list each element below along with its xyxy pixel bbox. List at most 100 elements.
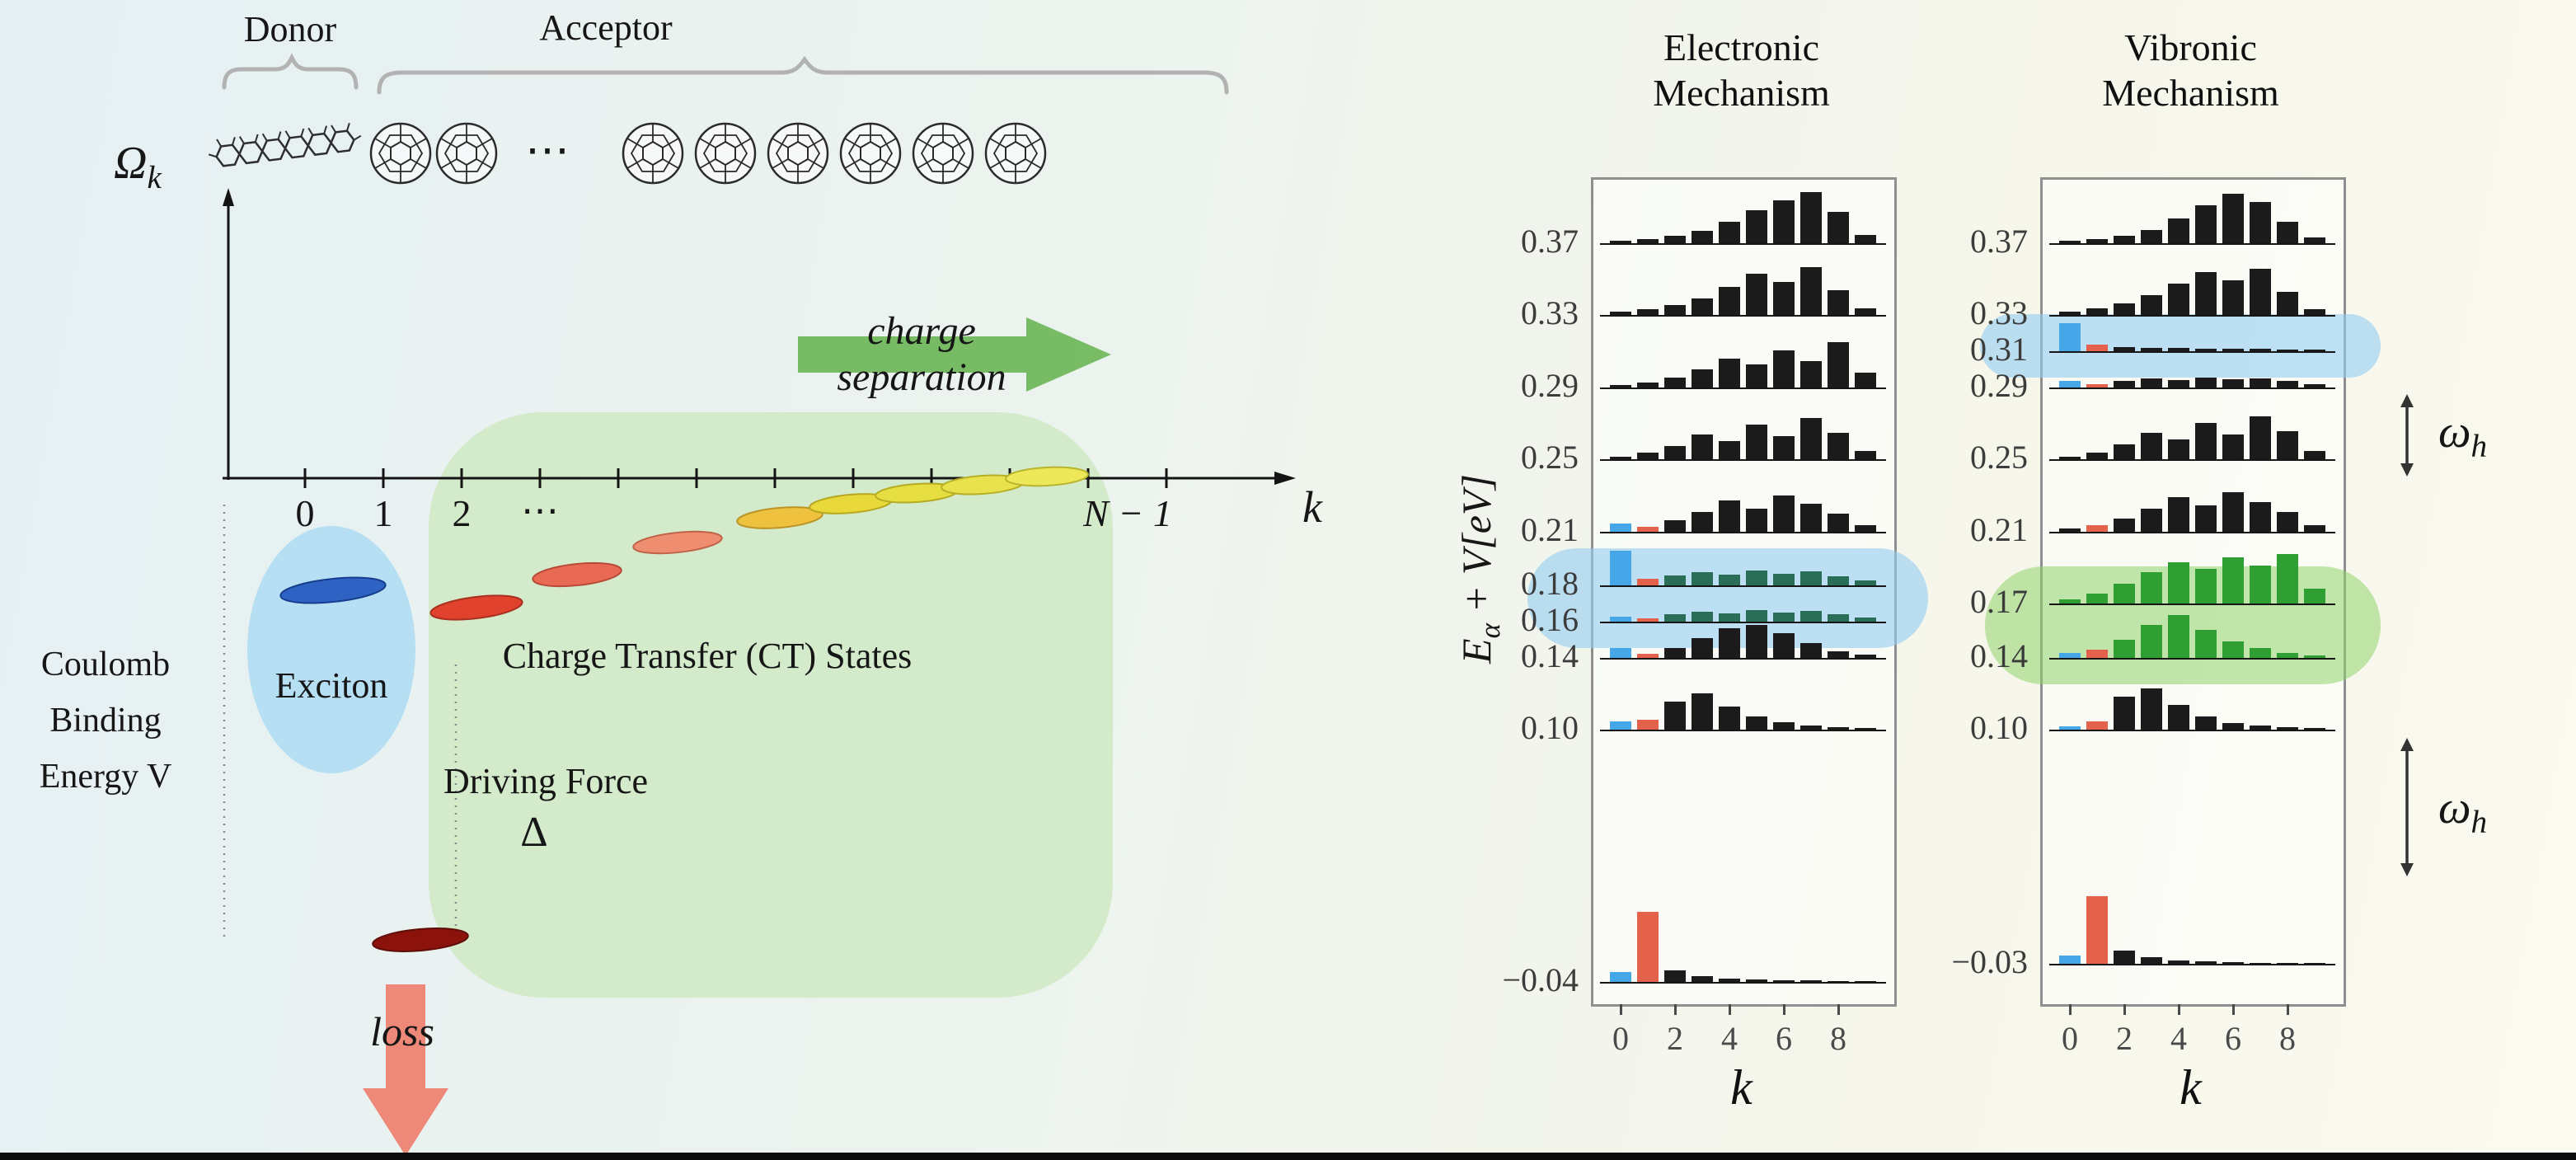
x-tick-mark bbox=[1728, 1004, 1731, 1015]
energy-label: 0.21 bbox=[1521, 510, 1579, 548]
bar-k7 bbox=[1800, 267, 1822, 316]
bar-k7 bbox=[2250, 269, 2271, 316]
energy-label: 0.31 bbox=[1970, 331, 2028, 369]
bar-k7 bbox=[2250, 378, 2271, 387]
bar-k8 bbox=[2277, 554, 2298, 603]
bar-k5 bbox=[2195, 629, 2217, 658]
bar-k8 bbox=[2277, 222, 2298, 243]
ct-state-blob bbox=[429, 594, 523, 621]
acceptor-label: Acceptor bbox=[539, 7, 673, 48]
chart-title-line1: Electronic bbox=[1663, 26, 1819, 68]
fullerene-icon bbox=[622, 122, 684, 185]
row-baseline bbox=[1600, 585, 1886, 588]
figure-bottom-border bbox=[0, 1153, 2576, 1160]
bar-k4 bbox=[2168, 348, 2189, 352]
bar-k1 bbox=[2086, 345, 2108, 352]
bar-k2 bbox=[2114, 303, 2135, 316]
bar-k3 bbox=[1692, 231, 1713, 243]
energy-label: 0.37 bbox=[1521, 223, 1579, 260]
bar-k4 bbox=[2168, 284, 2189, 316]
coulomb-label-line2: Binding bbox=[49, 702, 162, 740]
bar-k8 bbox=[1828, 613, 1849, 622]
bar-k1 bbox=[1637, 653, 1659, 658]
exciton-region-highlight bbox=[247, 526, 415, 773]
bar-k3 bbox=[2141, 348, 2162, 352]
bar-k4 bbox=[1719, 441, 1740, 460]
bar-k2 bbox=[1664, 701, 1686, 730]
fullerene-icon bbox=[435, 122, 498, 185]
energy-label: −0.04 bbox=[1502, 960, 1579, 998]
omega-axis-arrowhead bbox=[223, 188, 234, 206]
bar-k5 bbox=[2195, 569, 2217, 603]
axis-tick-label-n1: N − 1 bbox=[1083, 492, 1172, 534]
bar-k5 bbox=[2195, 961, 2217, 964]
delta-symbol: Δ bbox=[520, 809, 548, 856]
bar-k3 bbox=[2141, 378, 2162, 387]
bar-k1 bbox=[1637, 453, 1659, 460]
ct-state-blob bbox=[532, 561, 622, 588]
bar-k5 bbox=[1746, 716, 1767, 730]
bar-k1 bbox=[1637, 618, 1659, 622]
bar-k0 bbox=[2059, 599, 2081, 603]
bar-k1 bbox=[1637, 911, 1659, 982]
bar-k4 bbox=[1719, 613, 1740, 622]
bar-k6 bbox=[2222, 378, 2244, 387]
bar-k0 bbox=[2059, 323, 2081, 352]
bar-k9 bbox=[1855, 308, 1876, 316]
row-baseline bbox=[2049, 387, 2335, 389]
row-baseline bbox=[1600, 387, 1886, 389]
row-baseline bbox=[2049, 531, 2335, 533]
bar-k4 bbox=[1719, 500, 1740, 532]
bar-k6 bbox=[1773, 721, 1795, 730]
bar-k3 bbox=[1692, 637, 1713, 658]
bar-k5 bbox=[1746, 609, 1767, 622]
ct-state-blob bbox=[1005, 466, 1089, 487]
energy-label: 0.29 bbox=[1970, 366, 2028, 404]
bar-k9 bbox=[1855, 980, 1876, 982]
bar-k7 bbox=[2250, 963, 2271, 964]
bar-k5 bbox=[2195, 349, 2217, 352]
bar-k5 bbox=[2195, 377, 2217, 387]
energy-label: 0.37 bbox=[1970, 223, 2028, 260]
bar-k2 bbox=[1664, 970, 1686, 982]
bar-k8 bbox=[2277, 350, 2298, 352]
bar-k1 bbox=[2086, 721, 2108, 730]
bar-k0 bbox=[1610, 457, 1631, 460]
bar-k6 bbox=[2222, 641, 2244, 658]
bar-k6 bbox=[1773, 495, 1795, 532]
bar-k7 bbox=[2250, 349, 2271, 352]
bar-k7 bbox=[1800, 571, 1822, 586]
ct-region-highlight bbox=[429, 412, 1113, 998]
energy-label: −0.03 bbox=[1951, 943, 2028, 980]
bar-k9 bbox=[1855, 580, 1876, 586]
charge-separation-label-line2: separation bbox=[837, 355, 1006, 399]
bar-k7 bbox=[1800, 418, 1822, 460]
chart-title: Vibronic Mechanism bbox=[2040, 25, 2341, 115]
x-tick-label: 6 bbox=[1776, 1020, 1792, 1057]
bar-k0 bbox=[1610, 384, 1631, 387]
bar-k2 bbox=[1664, 305, 1686, 316]
bar-k5 bbox=[1746, 364, 1767, 387]
bar-k5 bbox=[1746, 210, 1767, 243]
bar-k6 bbox=[2222, 194, 2244, 243]
bar-k7 bbox=[1800, 642, 1822, 658]
x-tick-label: 8 bbox=[1830, 1020, 1846, 1057]
bar-k1 bbox=[2086, 594, 2108, 603]
bar-k4 bbox=[2168, 562, 2189, 603]
acceptor-fullerenes bbox=[369, 122, 1047, 185]
bar-k4 bbox=[1719, 575, 1740, 586]
energy-label: 0.14 bbox=[1970, 636, 2028, 674]
x-tick-mark bbox=[1619, 1004, 1622, 1015]
charge-separation-label-line1: charge bbox=[867, 309, 976, 353]
bar-k2 bbox=[1664, 446, 1686, 460]
bar-k8 bbox=[1828, 650, 1849, 658]
row-baseline bbox=[2049, 315, 2335, 317]
bar-k9 bbox=[1855, 451, 1876, 460]
exciton-blob bbox=[279, 576, 387, 604]
bar-k2 bbox=[2114, 518, 2135, 532]
chart-title-line2: Mechanism bbox=[2102, 72, 2279, 115]
bar-k4 bbox=[2168, 218, 2189, 243]
k-axis-arrowhead bbox=[1274, 472, 1296, 485]
